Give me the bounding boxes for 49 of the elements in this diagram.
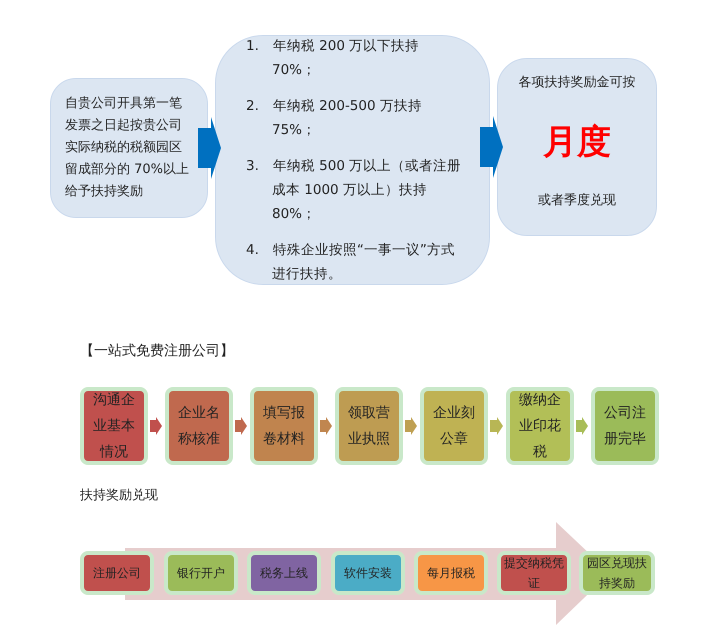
box-text: 软件安装 — [343, 565, 393, 582]
box-text: 银行开户 — [176, 565, 226, 582]
list-item: 1. 年纳税 200 万以下扶持 70%； — [246, 37, 420, 80]
block-arrow — [320, 417, 332, 435]
box-text: 企业刻公章 — [433, 404, 475, 449]
heading-text: 【一站式免费注册公司】 — [80, 342, 234, 360]
block-arrow — [490, 417, 503, 435]
step-box — [506, 387, 574, 465]
box-text: 提交纳税凭证 — [504, 555, 564, 592]
step-box — [414, 551, 488, 595]
box-text: 公司注册完毕 — [604, 404, 646, 449]
box-text: 领取营业执照 — [348, 404, 390, 449]
box-text: 税务上线 — [259, 565, 309, 582]
rounded-box — [215, 35, 490, 285]
step-box — [335, 387, 403, 465]
block-arrow — [235, 417, 247, 435]
step-box — [497, 551, 571, 595]
step-box — [250, 387, 318, 465]
box-text: 各项扶持奖励金可按 — [518, 74, 636, 92]
step-box — [591, 387, 659, 465]
highlight-text: 月度 — [543, 122, 611, 162]
step-box — [80, 387, 148, 465]
box-text: 注册公司 — [92, 565, 142, 582]
step-box — [247, 551, 321, 595]
list-item: 2. 年纳税 200-500 万扶持 75%； — [246, 97, 423, 140]
list-item: 4. 特殊企业按照“一事一议”方式进行扶持。 — [246, 241, 456, 284]
step-box — [165, 387, 233, 465]
block-arrow — [198, 117, 221, 179]
block-arrow — [480, 116, 503, 178]
block-arrow — [405, 417, 417, 435]
step-box — [579, 551, 655, 595]
rounded-box — [497, 58, 657, 236]
step-box — [80, 551, 154, 595]
block-arrow — [150, 417, 162, 435]
box-text: 沟通企业基本情况 — [93, 391, 135, 462]
box-text: 缴纳企业印花税 — [519, 391, 561, 462]
box-text: 填写报卷材料 — [263, 404, 305, 449]
box-text: 园区兑现扶持奖励 — [587, 555, 647, 592]
box-text: 自贵公司开具第一笔发票之日起按贵公司实际纳税的税额园区留成部分的 70%以上给予扶持奖励 — [64, 95, 190, 201]
box-text: 企业名称核准 — [178, 404, 220, 449]
box-text: 每月报税 — [426, 565, 476, 582]
list-item: 3. 年纳税 500 万以上（或者注册成本 1000 万以上）扶持 80%； — [246, 157, 462, 224]
box-text: 或者季度兑现 — [538, 192, 616, 210]
step-box — [420, 387, 488, 465]
step-box — [164, 551, 238, 595]
block-arrow — [576, 417, 588, 435]
rounded-box — [50, 78, 208, 218]
heading-text: 扶持奖励兑现 — [80, 487, 158, 504]
step-box — [331, 551, 405, 595]
